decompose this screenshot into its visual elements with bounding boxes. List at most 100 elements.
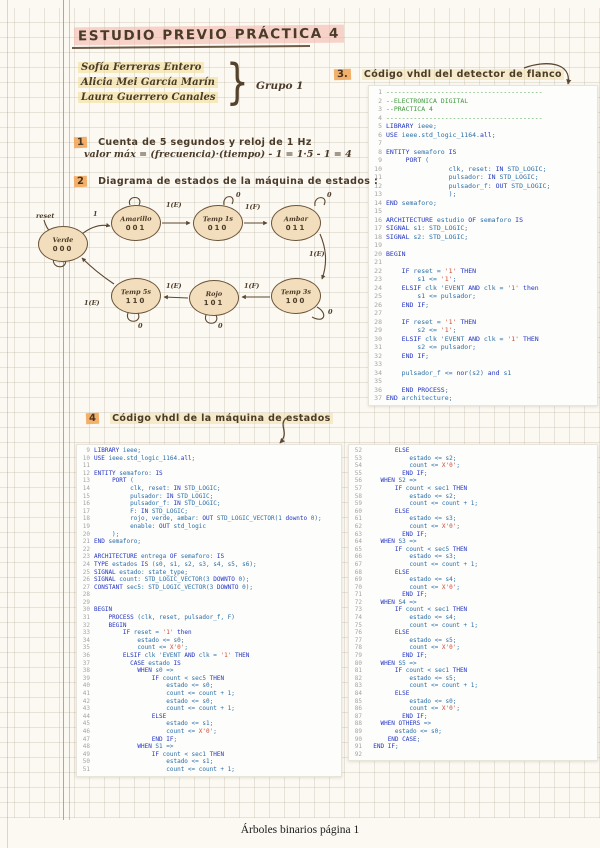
section-4-header: 4 Código vhdl de la máquina de estados [85, 406, 333, 425]
red-margin-line [69, 0, 70, 820]
code-line: 55 END IF; [354, 469, 428, 477]
code-line: 85 estado <= s0; [354, 697, 457, 705]
code-line: 64 WHEN S3 => [354, 538, 417, 546]
section-3-header: 3. Código vhdl del detector de flanco [333, 62, 564, 81]
code-line: 51 count <= count + 1; [82, 765, 235, 773]
code-line: 34 pulsador_f <= nor(s2) and s1 [374, 368, 512, 377]
code-line: 61 estado <= s3; [354, 515, 457, 523]
section-3-number: 3. [333, 68, 351, 81]
section-1-title: Cuenta de 5 segundos y reloj de 1 Hz [98, 137, 312, 148]
edge-label: 0 [138, 322, 143, 330]
code-line: 72 WHEN S4 => [354, 598, 417, 606]
code-line: 50 estado <= s1; [82, 758, 214, 766]
edge-label: 0 [236, 191, 241, 199]
max-value-formula: valor máx = (frecuencia)·(tiempo) - 1 = … [84, 149, 352, 160]
code-line: 30 ELSIF clk 'EVENT AND clk = '1' THEN [374, 334, 539, 343]
code-line: 60 ELSE [354, 507, 410, 515]
code-line: 81 IF count < sec1 THEN [354, 667, 468, 675]
code-line: 67 count <= count + 1; [354, 560, 478, 568]
code-line: 36 END PROCESS; [374, 385, 449, 394]
code-line: 37 CASE estado IS [82, 659, 181, 667]
code-line: 22 IF reset = '1' THEN [374, 266, 477, 275]
code-line: 62 count <= X'0'; [354, 522, 460, 530]
code-line: 54 count <= X'0'; [354, 462, 460, 470]
code-line: 75 count <= count + 1; [354, 621, 478, 629]
group-label: Grupo 1 [256, 80, 304, 92]
code-line: 33 [374, 360, 382, 368]
code-line: 79 END IF; [354, 652, 428, 660]
section-1-number: 1 [73, 136, 88, 149]
code-line: 11 pulsador: IN STD_LOGIC; [374, 173, 539, 181]
red-margin-line [63, 0, 64, 820]
section-2-header: 2 Diagrama de estados de la máquina de e… [73, 169, 378, 188]
code-line: 19 enable: OUT std_logic [82, 522, 206, 530]
code-line: 92 [354, 750, 362, 758]
self-loop-temp1s [223, 196, 234, 206]
code-line: 44 ELSE [82, 712, 167, 720]
code-line: 17 F: IN STD_LOGIC; [82, 507, 188, 515]
edge-label: 0 [328, 308, 333, 316]
code-line: 10 clk, reset: IN STD_LOGIC; [374, 164, 547, 173]
code-line: 69 estado <= s4; [354, 576, 457, 584]
code-line: 86 count <= X'0'; [354, 705, 460, 713]
page-title: ESTUDIO PREVIO PRÁCTICA 4 [73, 24, 345, 46]
self-loop-rojo [204, 314, 218, 324]
section-1-header: 1 Cuenta de 5 segundos y reloj de 1 Hz [73, 130, 312, 149]
code-line: 49 IF count < sec1 THEN [82, 750, 225, 758]
code-line: 74 estado <= s4; [354, 614, 457, 622]
code-line: 65 IF count < sec5 THEN [354, 545, 468, 553]
code-line: 20 ); [82, 530, 120, 538]
code-line: 90 END CASE; [354, 735, 421, 743]
edge-label: 1(E) [84, 299, 100, 307]
code-line: 15 [374, 207, 382, 215]
code-line: 87 END IF; [354, 712, 428, 720]
section-3-title: Código vhdl del detector de flanco [361, 69, 564, 80]
edge-label: 1(E) [166, 282, 182, 290]
edge-label: 0 [218, 322, 223, 330]
page-edge-line [7, 0, 8, 848]
code-line: 29 [82, 598, 90, 606]
code-line: 66 estado <= s3; [354, 553, 457, 561]
edge-verde-amarillo [81, 223, 111, 235]
edge-label: 1(F) [245, 203, 261, 211]
code-line: 28 IF reset = '1' THEN [374, 317, 477, 326]
code-line: 24 ELSIF clk 'EVENT AND clk = '1' then [374, 283, 539, 292]
author-list: Sofía Ferreras Entero Alicia Mei García … [78, 60, 219, 105]
code-line: 63 END IF; [354, 530, 428, 538]
page-caption: Árboles binarios página 1 [240, 824, 360, 836]
code-line: 7 [378, 139, 382, 147]
code-line: 15 pulsador: IN STD_LOGIC; [82, 492, 214, 500]
edge-label: 1(E) [166, 201, 182, 209]
code-line: 45 estado <= s1; [82, 720, 214, 728]
code-line: 88 WHEN OTHERS => [354, 720, 432, 728]
code-line: 4---------------------------------------… [378, 113, 543, 122]
code-line: 16 pulsador_f: IN STD_LOGIC; [82, 500, 221, 508]
code-line: 31 s2 <= pulsador; [374, 343, 477, 351]
code-line: 32 BEGIN [82, 621, 127, 629]
code-line: 56 WHEN S2 => [354, 477, 417, 485]
self-loop-ambar [314, 197, 326, 207]
code-line: 1---------------------------------------… [378, 88, 543, 96]
code-line: 12 pulsador_f: OUT STD_LOGIC; [374, 181, 551, 190]
code-line: 58 estado <= s2; [354, 492, 457, 500]
code-line: 47 END IF; [82, 735, 178, 743]
code-line: 11 [82, 462, 90, 470]
code-line: 32 END IF; [374, 351, 430, 360]
code-line: 83 count <= count + 1; [354, 682, 478, 690]
edge-label: 1(E) [309, 250, 325, 258]
code-line: 22 [82, 545, 90, 553]
code-line: 2--ELECTRONICA DIGITAL [378, 96, 469, 105]
